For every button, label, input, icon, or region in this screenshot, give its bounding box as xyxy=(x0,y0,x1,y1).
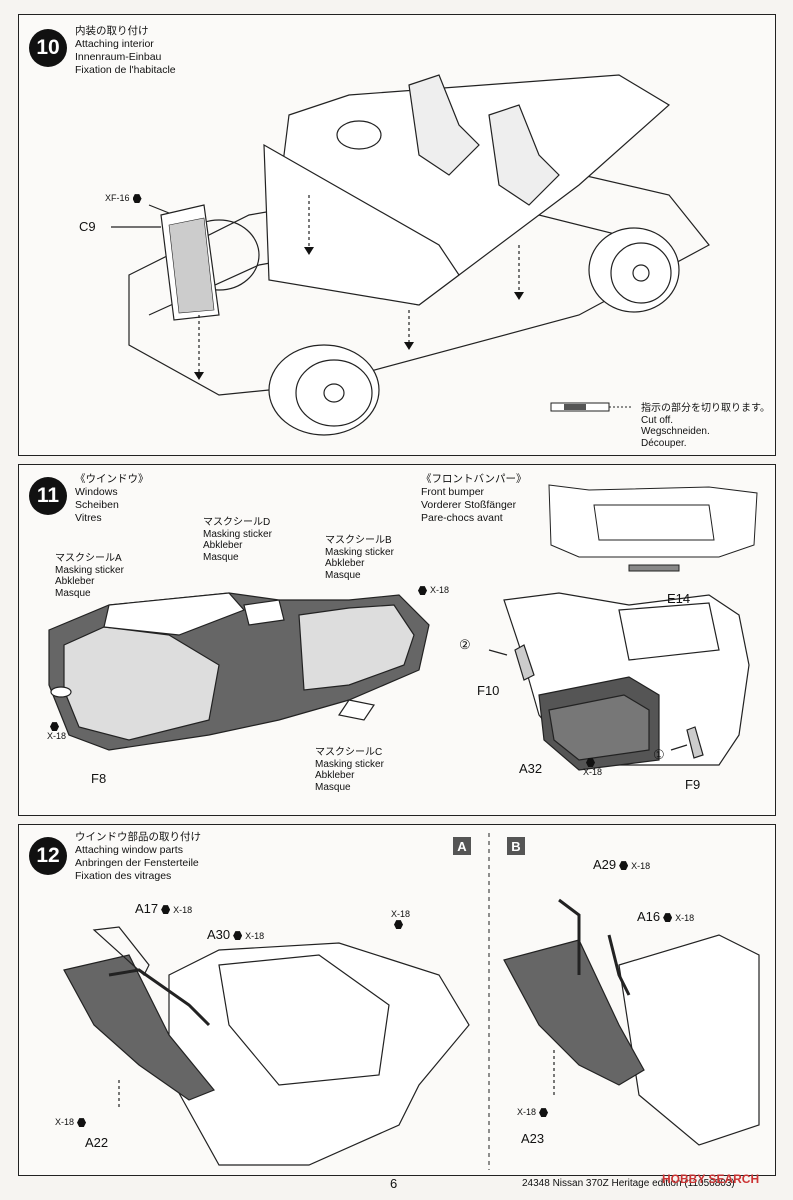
chassis-illustration xyxy=(111,74,710,436)
step-number: 11 xyxy=(29,477,67,515)
watermark: HOBBY SEARCH xyxy=(662,1172,760,1186)
cut-tool-icon xyxy=(550,402,631,412)
step-12-panel: 12 ウインドウ部品の取り付け Attaching window parts A… xyxy=(18,824,776,1176)
page-number: 6 xyxy=(390,1176,398,1191)
paint-x18-label-body-a: X-18 xyxy=(391,909,410,930)
step-11-panel: 11 《ウインドウ》 Windows Scheiben Vitres 《フロント… xyxy=(18,464,776,816)
part-f9-label: F9 xyxy=(685,777,701,792)
paint-hex-icon xyxy=(539,1108,549,1118)
paint-hex-icon xyxy=(161,905,171,915)
step-number: 10 xyxy=(29,29,67,67)
part-f10-label: F10 xyxy=(477,683,500,698)
mask-a-label: マスクシールA Masking sticker Abkleber Masque xyxy=(55,553,124,599)
step-10-panel: 10 内装の取り付け Attaching interior Innenraum-… xyxy=(18,14,776,456)
paint-hex-icon xyxy=(663,913,673,923)
part-e14-label: E14 xyxy=(667,591,691,606)
part-a22-label: A22 xyxy=(85,1135,109,1150)
circle-1-marker: ① xyxy=(653,747,665,762)
paint-x18-label-a32: X-18 xyxy=(583,757,602,777)
cut-instruction: 指示の部分を切り取ります。 Cut off. Wegschneiden. Déc… xyxy=(641,403,770,449)
paint-hex-icon xyxy=(233,931,243,941)
step-title: ウインドウ部品の取り付け Attaching window parts Anbr… xyxy=(75,831,201,883)
section-b-box: B xyxy=(507,837,525,855)
paint-hex-icon xyxy=(50,722,59,732)
title-jp: 《ウインドウ》 xyxy=(75,473,149,485)
part-a23-label: A23 xyxy=(521,1131,545,1146)
title-en: Attaching window parts xyxy=(75,844,183,856)
step-title: 《ウインドウ》 Windows Scheiben Vitres xyxy=(75,473,149,525)
title-en: Attaching interior xyxy=(75,38,154,50)
bumper-title: 《フロントバンパー》 Front bumper Vorderer Stoßfän… xyxy=(421,473,527,524)
mask-c-label: マスクシールC Masking sticker Abkleber Masque xyxy=(315,747,384,793)
paint-hex-icon xyxy=(394,920,403,930)
paint-x18-label-a23: X-18 xyxy=(517,1107,551,1118)
part-c9-label: C9 xyxy=(79,219,96,234)
paint-hex-icon xyxy=(418,586,427,596)
paint-x18-label: X-18 xyxy=(415,585,449,596)
windows-illustration xyxy=(48,484,758,771)
window-parts-illustration xyxy=(63,833,760,1170)
title-fr: Fixation de l'habitacle xyxy=(75,64,176,76)
step-number: 12 xyxy=(29,837,67,875)
title-de: Scheiben xyxy=(75,499,119,511)
paint-hex-icon xyxy=(619,861,629,871)
paint-hex-icon xyxy=(586,758,595,768)
step-title: 内装の取り付け Attaching interior Innenraum-Ein… xyxy=(75,25,176,77)
title-de: Anbringen der Fensterteile xyxy=(75,857,199,869)
mask-b-label: マスクシールB Masking sticker Abkleber Masque xyxy=(325,535,394,581)
paint-hex-icon xyxy=(132,194,142,204)
part-a32-label: A32 xyxy=(519,761,543,776)
product-code: 24348 Nissan 370Z Heritage edition (1105… xyxy=(522,1178,735,1189)
title-de: Innenraum-Einbau xyxy=(75,51,162,63)
paint-x18-label-f8: X-18 xyxy=(47,721,66,741)
title-jp: ウインドウ部品の取り付け xyxy=(75,831,201,843)
paint-xf16-label: XF-16 xyxy=(105,193,145,204)
part-f8-label: F8 xyxy=(91,771,107,786)
circle-2-marker: ② xyxy=(459,637,471,652)
title-en: Windows xyxy=(75,486,118,498)
title-fr: Fixation des vitrages xyxy=(75,870,172,882)
mask-d-label: マスクシールD Masking sticker Abkleber Masque xyxy=(203,517,272,563)
title-jp: 内装の取り付け xyxy=(75,25,149,37)
title-fr: Vitres xyxy=(75,512,102,524)
paint-hex-icon xyxy=(77,1118,87,1128)
paint-x18-label-a22: X-18 xyxy=(55,1117,89,1128)
section-a-box: A xyxy=(453,837,471,855)
